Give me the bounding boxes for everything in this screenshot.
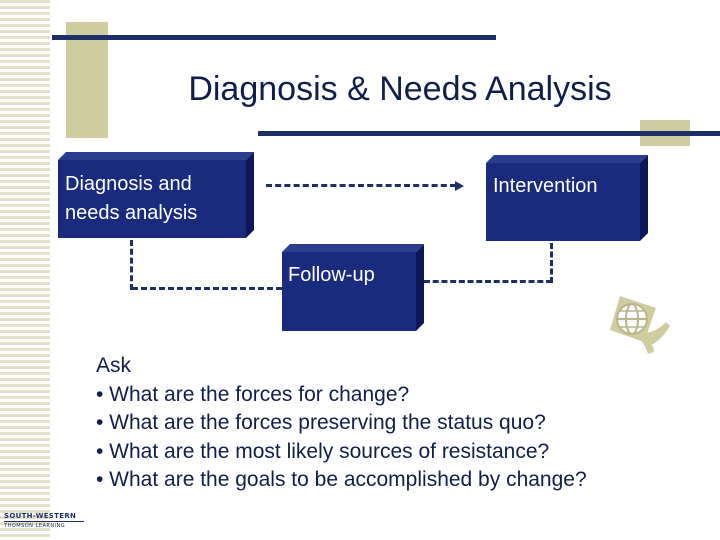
bullet-item: • What are the goals to be accomplished … <box>96 468 587 492</box>
arrowhead-right-icon <box>455 181 464 191</box>
page-title: Diagnosis & Needs Analysis <box>188 70 612 108</box>
box-side-edge <box>640 155 648 241</box>
publisher-logo: SOUTH-WESTERN THOMSON LEARNING <box>4 512 84 536</box>
box-face: Diagnosis and needs analysis <box>58 160 246 238</box>
left-stripe-decoration <box>0 0 50 540</box>
intervention-label: Intervention <box>493 175 598 197</box>
logo-line2: THOMSON LEARNING <box>4 523 66 529</box>
tan-accent-block-top <box>66 22 108 138</box>
box-top-edge <box>282 244 424 252</box>
box-top-edge <box>486 155 648 163</box>
box-side-edge <box>416 244 424 331</box>
connector-to-followup <box>132 287 282 290</box>
diagnosis-label-line2: needs analysis <box>65 202 198 224</box>
followup-box: Follow-up <box>282 244 424 331</box>
bullet-item: • What are the forces preserving the sta… <box>96 411 546 435</box>
question-list-heading: Ask <box>96 354 132 377</box>
connector-diagnosis-down <box>130 240 133 290</box>
logo-line1: SOUTH-WESTERN <box>4 512 77 520</box>
top-rule <box>52 35 496 40</box>
title-underline <box>258 131 720 136</box>
box-face: Intervention <box>486 163 640 241</box>
box-face: Follow-up <box>282 252 416 331</box>
bullet-item: • What are the forces for change? <box>96 382 410 406</box>
diagnosis-label-line1: Diagnosis and <box>65 173 192 195</box>
question-list: Ask • What are the forces for change? • … <box>96 352 587 495</box>
globe-hand-icon <box>610 296 670 354</box>
diagnosis-box: Diagnosis and needs analysis <box>58 152 254 238</box>
connector-followup-to-intervention <box>424 280 552 283</box>
bullet-item: • What are the most likely sources of re… <box>96 439 550 463</box>
box-top-edge <box>58 152 254 160</box>
logo-rule <box>4 521 84 522</box>
connector-intervention-down <box>550 243 553 283</box>
connector-diagnosis-to-intervention <box>266 184 456 187</box>
box-side-edge <box>246 152 254 238</box>
intervention-box: Intervention <box>486 155 648 241</box>
followup-label: Follow-up <box>288 264 375 286</box>
